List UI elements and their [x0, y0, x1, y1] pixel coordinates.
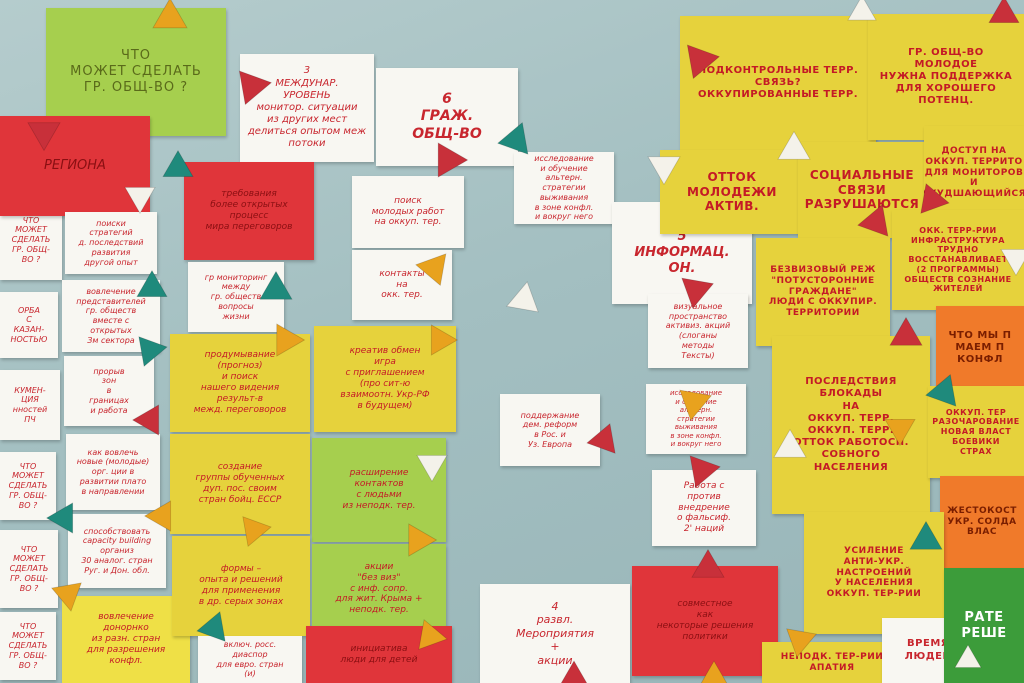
note-forms-experience: формы – опыта и решений для применения в… [172, 536, 310, 636]
note-contacts: контакты на окк. тер. [352, 250, 452, 320]
note-creative-exchange: креатив обмен игра с приглашением (про с… [314, 326, 456, 432]
note-involve-representatives: вовлечение представителей гр. обществ вм… [62, 280, 160, 352]
note-region: РЕГИОНА [0, 116, 150, 216]
note-initiative: инициатива люди для детей [306, 626, 452, 683]
note-monitoring: гр мониторинг между гр. обществ вопросы … [188, 262, 284, 332]
note-joint-solutions: совместное как некоторые решения политик… [632, 566, 778, 676]
note-support-reforms: поддержание дем. реформ в Рос. и Уз. Евр… [500, 394, 600, 466]
note-outflow-youth: ОТТОК МОЛОДЕЖИ АКТИВ. [660, 150, 804, 234]
note-how-to-involve: как вовлечь новые (молодые) орг. ции в р… [66, 434, 160, 510]
note-civil-society: 6 ГРАЖ. ОБЩ-ВО [376, 68, 518, 166]
note-left-6: ЧТО МОЖЕТ СДЕЛАТЬ ГР. ОБЩ-ВО ? [0, 612, 56, 680]
note-research: исследование и обучение альтерн. стратег… [514, 152, 614, 224]
note-thinking-through: продумывание (прогноз) и поиск нашего ви… [170, 334, 310, 432]
note-left-2: ОРБА С КАЗАН- НОСТЬЮ [0, 292, 58, 358]
note-requirements: требования более открытых процесс мира п… [184, 162, 314, 260]
note-visual-space: визуальное пространство активиз. акций (… [648, 294, 748, 368]
note-work-against: Работа с против внедрение о фальсиф. 2' … [652, 470, 756, 546]
note-visa-free-actions: акции "без виз" с инф. сопр. для жит. Кр… [312, 544, 446, 634]
note-strategies: поиски стратегий д. последствий развития… [65, 212, 157, 274]
note-left-4: ЧТО МОЖЕТ СДЕЛАТЬ ГР. ОБЩ-ВО ? [0, 452, 56, 520]
note-international-level: 3 МЕЖДУНАР. УРОВЕНЬ монитор. ситуации из… [240, 54, 374, 162]
note-zones: прорыв зон в границах и работа [64, 356, 154, 426]
note-capacity-building: способствовать capacity building организ… [68, 514, 166, 588]
note-diaspora: включ. росс. диаспор для евро. стран (и) [198, 636, 302, 683]
note-dissemination: исследование и обучение альтерн. стратег… [646, 384, 746, 454]
note-expand-contacts: расширение контактов с людьми из неподк.… [312, 438, 446, 542]
note-access-occupied: ДОСТУП НА ОККУП. ТЕРРИТО ДЛЯ МОНИТОРОВ И… [924, 126, 1024, 220]
magnet-triangle [505, 281, 539, 313]
note-create-group: создание группы обученных дуп. пос. свои… [170, 434, 310, 534]
note-search-young: поиск молодых работ на оккуп. тер. [352, 176, 464, 248]
note-left-3: КУМЕН- ЦИЯ нностей ПЧ [0, 370, 60, 440]
note-visa-free-regime: БЕЗВИЗОВЫЙ РЕЖ "ПОТУСТОРОННИЕ ГРАЖДАНЕ" … [756, 238, 890, 346]
note-events-actions: 4 развл. Мероприятия + акции [480, 584, 630, 683]
note-strategy-green: РАТЕ РЕШЕ [944, 568, 1024, 683]
note-blockade-consequences: ПОСЛЕДСТВИЯ БЛОКАДЫ НА ОККУП. ТЕРР. ОККУ… [772, 336, 930, 514]
note-controlled-territories: ПОДКОНТРОЛЬНЫЕ ТЕРР. СВЯЗЬ? ОККУПИРОВАНН… [680, 16, 876, 150]
note-apathy: НЕПОДК. ТЕР-РИИ АПАТИЯ [762, 642, 902, 683]
note-cruelty: ЖЕСТОКОСТ УКР. СОЛДА ВЛАС [940, 476, 1024, 568]
note-left-5: ЧТО МОЖЕТ СДЕЛАТЬ ГР. ОБЩ-ВО ? [0, 530, 58, 608]
note-anti-ukr-sentiment: УСИЛЕНИЕ АНТИ-УКР. НАСТРОЕНИЙ У НАСЕЛЕНИ… [804, 512, 944, 634]
note-disappointment: ОККУП. ТЕР РАЗОЧАРОВАНИЕ НОВАЯ ВЛАСТ БОЕ… [928, 386, 1024, 478]
note-what-we-understand: ЧТО МЫ П МАЕМ П КОНФЛ [936, 306, 1024, 390]
note-what-can-civil-society-do: ЧТО МОЖЕТ СДЕЛАТЬ ГР. ОБЩ-ВО ? [46, 8, 226, 136]
note-civil-society-young: ГР. ОБЩ-ВО МОЛОДОЕ НУЖНА ПОДДЕРЖКА ДЛЯ Х… [868, 14, 1024, 140]
note-donors: вовлечение донорнко из разн. стран для р… [62, 596, 190, 683]
note-infrastructure: ОКК. ТЕРР-РИИ ИНФРАСТРУКТУРА ТРУДНО ВОСС… [892, 210, 1024, 310]
